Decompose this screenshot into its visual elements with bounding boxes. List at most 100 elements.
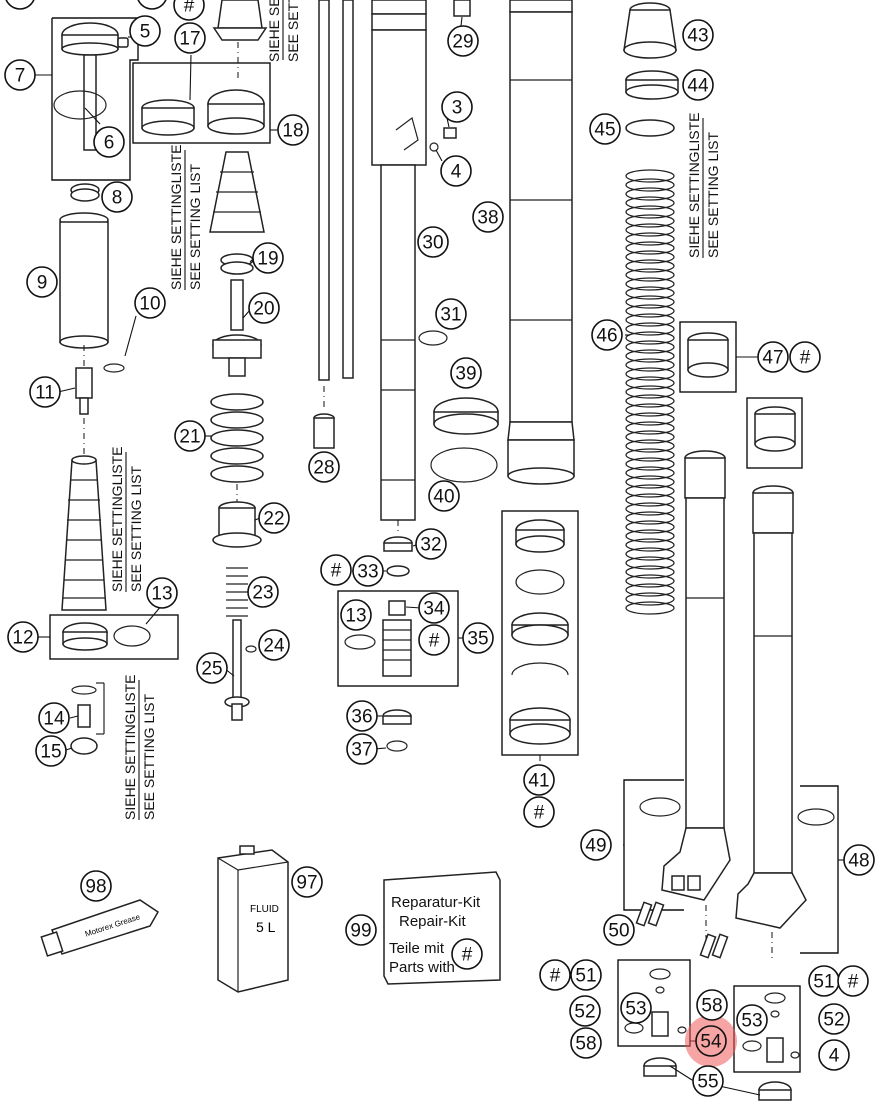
spring-coil [625,331,675,345]
callout-50: 50 [603,914,635,946]
callout-9: 9 [26,266,58,298]
callout-number: 48 [848,851,869,872]
callout-13: 13 [146,577,178,609]
hash-symbol: # [184,0,195,17]
callout-51: 51 [808,965,840,997]
callout-number: 19 [257,249,278,270]
repair-kit-title-en: Repair-Kit [399,913,467,930]
callout-number: 43 [687,26,708,47]
callout-number: 7 [15,66,26,87]
spring-coil [625,394,675,408]
callout-number: 9 [37,273,48,294]
spring-coil [625,340,675,354]
guide-39-part [433,397,499,435]
spring-coil [625,169,675,183]
callout-37: 37 [346,733,378,765]
spring-coil [625,421,675,435]
callout-number: 4 [829,1046,840,1067]
callout-49: 49 [580,829,612,861]
callout-number: 33 [357,562,378,583]
hash-symbol: # [331,561,342,582]
spring-coil [625,214,675,228]
callout-number: 3 [452,98,463,119]
callout-45: 45 [589,113,621,145]
spring-coil [625,448,675,462]
callout-35: 35 [462,622,494,654]
callout-29: 29 [447,25,479,57]
callout-number: 50 [608,921,629,942]
spring-coil [625,439,675,453]
callout-number: 45 [594,120,615,141]
callout-number: 52 [823,1010,844,1031]
spring-coil [625,412,675,426]
callout-47: 47 [757,341,789,373]
setting-note-de-truncated: SIEHE SE [266,0,282,62]
callout-number: 37 [351,740,372,761]
callout-3: 3 [441,91,473,123]
repair-kit-parts-en: Parts with [389,959,455,976]
callout-25: 25 [196,652,228,684]
bushing-22-part [212,501,262,548]
callout-number: 12 [12,628,33,649]
hash-marker: # [789,341,821,373]
callout-number: 99 [350,921,371,942]
rod-20-part [212,279,262,377]
hash-marker: # [523,796,555,828]
hash-marker: # [173,0,205,21]
cartridge-tube-9-part [59,212,109,370]
callout-33: 33 [352,555,384,587]
callout-52: 52 [818,1003,850,1035]
callout-number: 4 [451,162,462,183]
setting-note-boot: SIEHE SETTINGLISTE SEE SETTING LIST [109,447,144,592]
setting-note-bumper: SIEHE SETTINGLISTE SEE SETTING LIST [168,145,203,290]
callout-number: 51 [813,972,834,993]
group-bracket-48 [797,785,839,954]
spring-coil [625,547,675,561]
spring-coil [625,574,675,588]
spring-21-part [210,393,264,502]
callout-number: 34 [423,599,445,620]
spring-coil [625,385,675,399]
spring-coil [625,493,675,507]
spring-coil [625,601,675,615]
hash-symbol: # [550,966,561,987]
callout-6: 6 [93,126,125,158]
inner-tube-right-part [735,485,807,960]
callout-number: 49 [585,836,606,857]
hash-marker: # [418,624,450,656]
callout-number: 52 [574,1002,595,1023]
callout-21: 21 [174,420,206,452]
callout-38: 38 [472,201,504,233]
callout-19: 19 [252,242,284,274]
spring-coil [625,367,675,381]
washers-36-37-part [382,709,412,752]
spring-coil [625,538,675,552]
callout-58: 58 [696,989,728,1021]
callout-number: 30 [422,233,443,254]
callout-4: 4 [440,155,472,187]
spring-coil [625,322,675,336]
spring-coil [625,349,675,363]
callout-number: 55 [697,1072,718,1093]
callout-30: 30 [417,226,449,258]
spring-coil [625,475,675,489]
highlight-marker [685,1015,737,1067]
seal-31-part [418,330,448,346]
repair-kit-box: Reparatur-Kit Repair-Kit Teile mit Parts… [383,871,501,985]
setting-note-shims-de: SIEHE SETTINGLISTE [122,675,138,820]
spring-23-part [224,567,257,721]
bolts-50-part [635,901,729,959]
callout-54: 54 [685,1015,737,1067]
spring-coil [625,457,675,471]
callout-12: 12 [7,621,39,653]
callout-number: 31 [440,305,461,326]
cap-29-part [453,0,471,17]
callout-22: 22 [258,502,290,534]
shim-stack-14-15-part [70,682,105,755]
seals-32-33-part [383,536,413,577]
washer-8-part [70,183,100,202]
hash-symbol: # [462,945,473,966]
callout-18: 18 [277,114,309,146]
callout-36: 36 [346,700,378,732]
